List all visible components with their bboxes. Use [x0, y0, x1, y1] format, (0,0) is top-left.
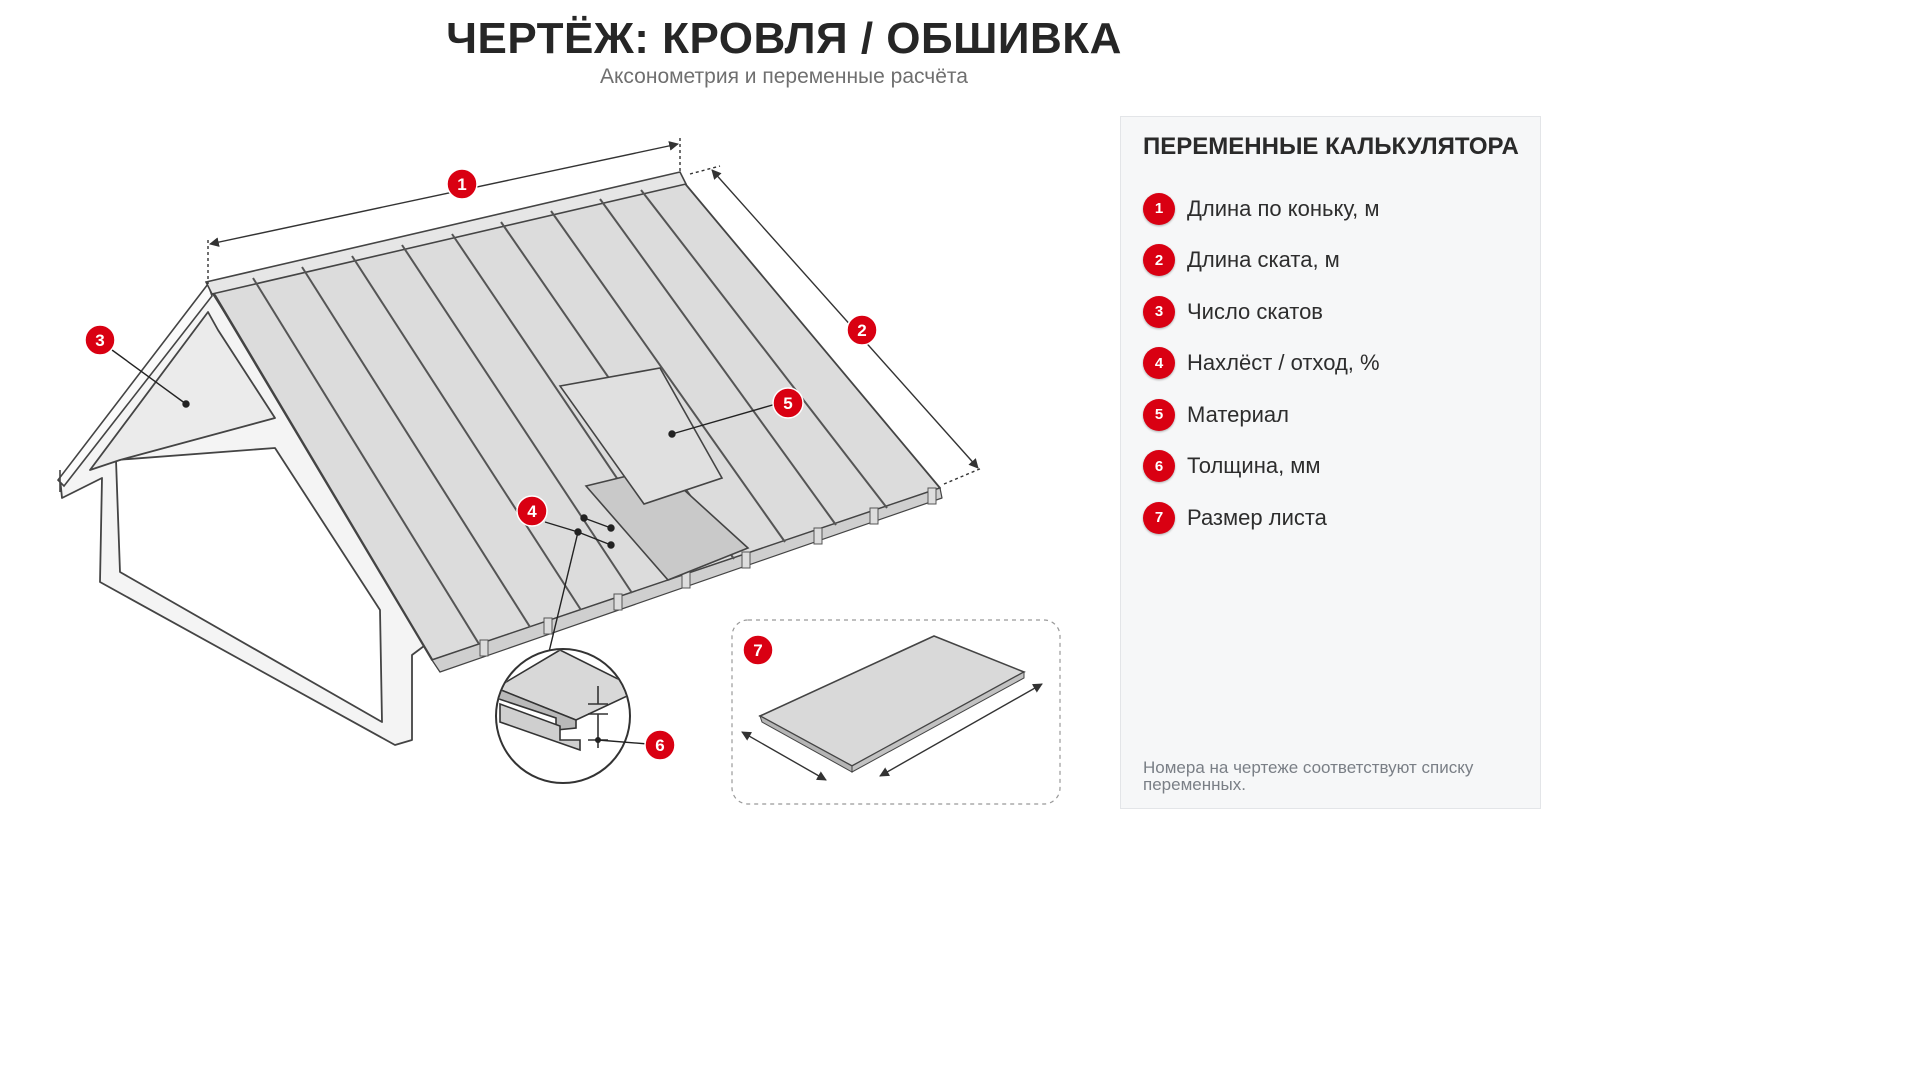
variable-item-4: 4 Нахлёст / отход, %: [1143, 338, 1380, 390]
thickness-detail: [495, 648, 649, 784]
variables-list: 1 Длина по коньку, м 2 Длина ската, м 3 …: [1143, 183, 1380, 544]
dimension-lines: [207, 138, 983, 485]
callout-2: 2: [846, 314, 878, 346]
variable-label: Размер листа: [1187, 504, 1327, 530]
page-subtitle: Аксонометрия и переменные расчёта: [600, 65, 968, 88]
overlap-marks: [547, 514, 615, 657]
variable-label: Толщина, мм: [1187, 453, 1321, 479]
svg-text:1: 1: [457, 175, 466, 194]
variable-label: Материал: [1187, 401, 1289, 427]
back-gable: [59, 285, 433, 746]
variable-item-2: 2 Длина ската, м: [1143, 235, 1380, 287]
variable-label: Число скатов: [1187, 298, 1323, 324]
svg-text:2: 2: [857, 321, 866, 340]
variable-item-7: 7 Размер листа: [1143, 492, 1380, 544]
callout-6: 6: [644, 729, 676, 761]
panel-title: ПЕРЕМЕННЫЕ КАЛЬКУЛЯТОРА: [1143, 133, 1519, 160]
page-title: ЧЕРТЁЖ: КРОВЛЯ / ОБШИВКА: [446, 14, 1122, 63]
sheet-size-inset: [731, 619, 1061, 805]
variable-label: Длина ската, м: [1187, 247, 1340, 273]
variable-item-6: 6 Толщина, мм: [1143, 441, 1380, 493]
variable-item-3: 3 Число скатов: [1143, 286, 1380, 338]
lifted-sheet: [558, 367, 750, 581]
svg-text:6: 6: [655, 736, 664, 755]
number-badge: 4: [1143, 347, 1175, 380]
leader-lines: [111, 349, 777, 533]
callout-3: 3: [84, 324, 116, 356]
variables-panel: ПЕРЕМЕННЫЕ КАЛЬКУЛЯТОРА 1 Длина по коньк…: [1120, 116, 1541, 809]
svg-text:4: 4: [527, 502, 537, 521]
variable-item-1: 1 Длина по коньку, м: [1143, 183, 1380, 235]
eave-tabs: [479, 487, 937, 657]
svg-text:7: 7: [753, 641, 762, 660]
number-badge: 7: [1143, 501, 1175, 534]
roof-drawing: 1 2 3 4 5 6 7: [56, 138, 1061, 805]
number-badge: 1: [1143, 192, 1175, 225]
variable-label: Длина по коньку, м: [1187, 195, 1380, 221]
callout-5: 5: [772, 387, 804, 419]
number-badge: 3: [1143, 295, 1175, 328]
svg-text:3: 3: [95, 331, 104, 350]
number-badge: 6: [1143, 450, 1175, 483]
panel-note: Номера на чертеже соответствуют списку п…: [1143, 758, 1474, 794]
number-badge: 5: [1143, 398, 1175, 431]
callout-1: 1: [446, 168, 478, 200]
svg-text:5: 5: [783, 394, 792, 413]
callout-7: 7: [742, 634, 774, 666]
variable-label: Нахлёст / отход, %: [1187, 350, 1380, 376]
number-badge: 2: [1143, 244, 1175, 277]
variable-item-5: 5 Материал: [1143, 389, 1380, 441]
callout-4: 4: [516, 495, 548, 527]
